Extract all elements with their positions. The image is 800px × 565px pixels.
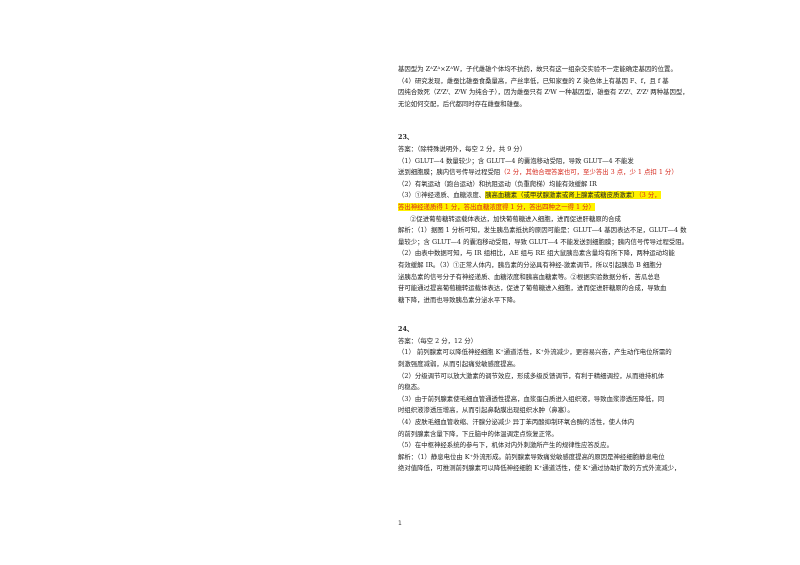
highlighted-text: 胰高血糖素（或甲状腺激素或肾上腺素或糖皮质激素） xyxy=(485,191,639,200)
text-line: （4）研究发现，雌蚕比雄蚕食桑量高，产丝率低，已知家蚕的 Z 染色体上有基因 F… xyxy=(398,76,669,85)
answer-text-block: 基因型为 ZᴬZᴬ×ZᴬW，子代雌雄个体均不抗药，故只有这一组杂交实验不一定能确… xyxy=(398,64,760,475)
text-line: 无论如何交配，后代都同时存在雌蚕和雄蚕。 xyxy=(398,99,526,108)
text-line: 因纯合致死（ZᶠZᶠ、ZᶠW 为纯合子），因为雌蚕只有 ZᶠW 一种基因型，雄蚕… xyxy=(398,88,689,97)
text-line: 刺激强度减弱，从而引起痛觉敏感度提高。 xyxy=(398,360,520,369)
text-line: （2）分级调节可以放大激素的调节效应，形成多级反馈调节，有利于精细调控，从而维持… xyxy=(398,371,665,380)
text-line: ②促进葡萄糖转运载体表达，加快葡萄糖进入细胞，进而促进肝糖原的合成 xyxy=(410,214,621,223)
analysis-line: 解析：（1）据图 1 分析可知，发生胰岛素抵抗的原因可能是：GLUT—4 基因表… xyxy=(398,226,687,235)
text-span: （3）①神经递质、血糖浓度、 xyxy=(398,191,486,200)
analysis-line: （2）由表中数据可知，与 IR 组相比，AE 组与 RE 组大鼠胰岛素含量均有所… xyxy=(398,249,675,258)
question-number-24: 24、 xyxy=(398,325,414,334)
analysis-line: 有效缓解 IR。（3）①正常人体内，胰岛素的分泌具有神经-激素调节，所以引起胰岛… xyxy=(398,260,662,269)
spacer xyxy=(398,110,760,132)
text-line: （4）皮肤毛细血管收缩、汗腺分泌减少 异丁苯丙酸抑制环氧合酶的活性，使人体内 xyxy=(398,418,635,427)
text-line: 的前列腺素含量下降，下丘脑中的体温调定点恢复正常。 xyxy=(398,429,558,438)
analysis-line: 绝对值降低，可推测前列腺素可以降低神经细胞 K⁺通道活性，使 K⁺通过协助扩散的… xyxy=(398,464,681,473)
analysis-line: 苷可能通过提高葡萄糖转运载体表达，促进了葡萄糖进入细胞，进而促进肝糖原的合成，导… xyxy=(398,284,667,293)
analysis-line: 量较少；含 GLUT—4 的囊泡移动受阻，导致 GLUT—4 不能发送到细胞膜；… xyxy=(398,237,689,246)
analysis-line: 解析：（1）静息电位由 K⁺外流形成。前列腺素导致痛觉敏感度提高的原因是神经细胞… xyxy=(398,452,665,461)
question-number-23: 23、 xyxy=(398,133,414,142)
answer-heading: 答案：（除特殊说明外，每空 2 分，共 9 分） xyxy=(398,144,527,153)
text-line: （5）在中枢神经系统的参与下，机体对内外刺激所产生的规律性应答反应。 xyxy=(398,441,613,450)
text-line: 时组织液渗透压增高，从而引起鼻黏膜出现组织水肿（鼻塞）。 xyxy=(398,406,574,415)
analysis-line: 泌胰岛素的信号分子有神经递质、血糖浓度和胰高血糖素等。②根据实验数据分析，苦瓜总… xyxy=(398,272,661,281)
text-line: （1） 前列腺素可以降低神经细胞 K⁺通道活性，K⁺外流减少，更容易兴奋，产生动… xyxy=(398,348,672,357)
analysis-line: 糖下降，进而也导致胰岛素分泌水平下降。 xyxy=(398,295,520,304)
text-line: 基因型为 ZᴬZᴬ×ZᴬW，子代雌雄个体均不抗药，故只有这一组杂交实验不一定能确… xyxy=(398,65,677,73)
spacer xyxy=(398,306,760,324)
text-line: （1）GLUT—4 数量较少；含 GLUT—4 的囊泡移动受阻，导致 GLUT—… xyxy=(398,156,634,165)
text-line: 答出神经递质得 1 分，答出血糖浓度得 1 分，答出四种之一得 1 分） xyxy=(398,202,760,214)
text-line: 的稳态。 xyxy=(398,383,424,392)
scoring-note: 答出神经递质得 1 分，答出血糖浓度得 1 分，答出四种之一得 1 分） xyxy=(398,202,595,211)
scoring-note: （3 分， xyxy=(638,191,661,200)
text-line: （3）①神经递质、血糖浓度、胰高血糖素（或甲状腺激素或肾上腺素或糖皮质激素）（3… xyxy=(398,190,760,202)
scoring-note: （2 分，其他合理答案也可，至少答出 3 点，少 1 点扣 1 分） xyxy=(500,168,678,177)
text-line: 送到细胞膜；胰内信号传导过程受阻（2 分，其他合理答案也可，至少答出 3 点，少… xyxy=(398,167,760,179)
text-line: （3）由于前列腺素使毛细血管通透性提高，血浆蛋白质进入组织液，导致血浆渗透压降低… xyxy=(398,394,665,403)
text-span: 送到细胞膜；胰内信号传导过程受阻 xyxy=(398,168,501,177)
answer-heading: 答案：（每空 2 分，12 分） xyxy=(398,336,477,345)
page-number: 1 xyxy=(398,520,402,527)
text-line: （2）有氧运动（跑台运动）和抗阻运动（负重爬梯）均能有效缓解 IR xyxy=(398,179,597,188)
